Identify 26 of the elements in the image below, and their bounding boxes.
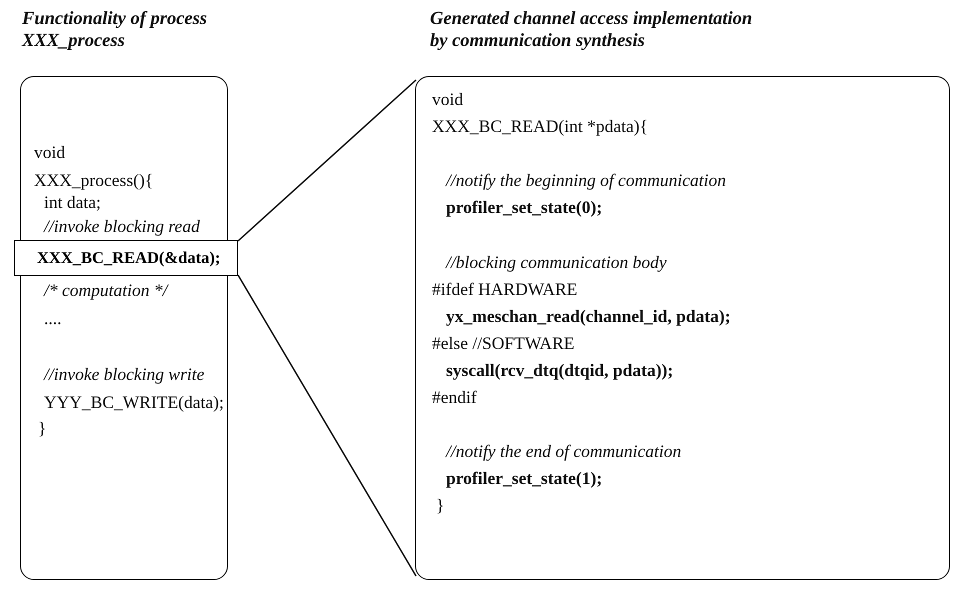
code-line: .... — [44, 307, 62, 330]
code-comment: //invoke blocking read — [44, 215, 200, 238]
zoom-line — [238, 79, 416, 242]
code-line: YYY_BC_WRITE(data); — [44, 391, 224, 414]
code-comment: //notify the beginning of communication — [446, 169, 726, 192]
code-comment: //invoke blocking write — [44, 363, 204, 386]
code-comment: //notify the end of communication — [446, 440, 682, 463]
code-line: int data; — [44, 191, 101, 214]
code-line: #else //SOFTWARE — [432, 332, 574, 355]
code-statement: profiler_set_state(1); — [446, 467, 602, 490]
code-line: } — [436, 494, 444, 517]
code-line: #endif — [432, 386, 477, 409]
zoom-line — [237, 274, 417, 576]
panel-heading: Generated channel access implementation by communication synthesis — [430, 8, 754, 52]
code-comment: //blocking communication body — [446, 251, 667, 274]
code-line: } — [38, 417, 46, 440]
code-line: XXX_BC_READ(int *pdata){ — [432, 115, 648, 138]
panel-heading: Functionality of process XXX_process — [22, 8, 208, 52]
code-line: XXX_process(){ — [34, 169, 154, 192]
code-comment: /* computation */ — [44, 279, 168, 302]
code-statement: yx_meschan_read(channel_id, pdata); — [446, 305, 731, 328]
code-line: void — [432, 88, 464, 111]
code-statement: syscall(rcv_dtq(dtqid, pdata)); — [446, 359, 674, 382]
code-statement: profiler_set_state(0); — [446, 196, 602, 219]
code-line: #ifdef HARDWARE — [432, 278, 578, 301]
code-line: void — [34, 141, 66, 164]
